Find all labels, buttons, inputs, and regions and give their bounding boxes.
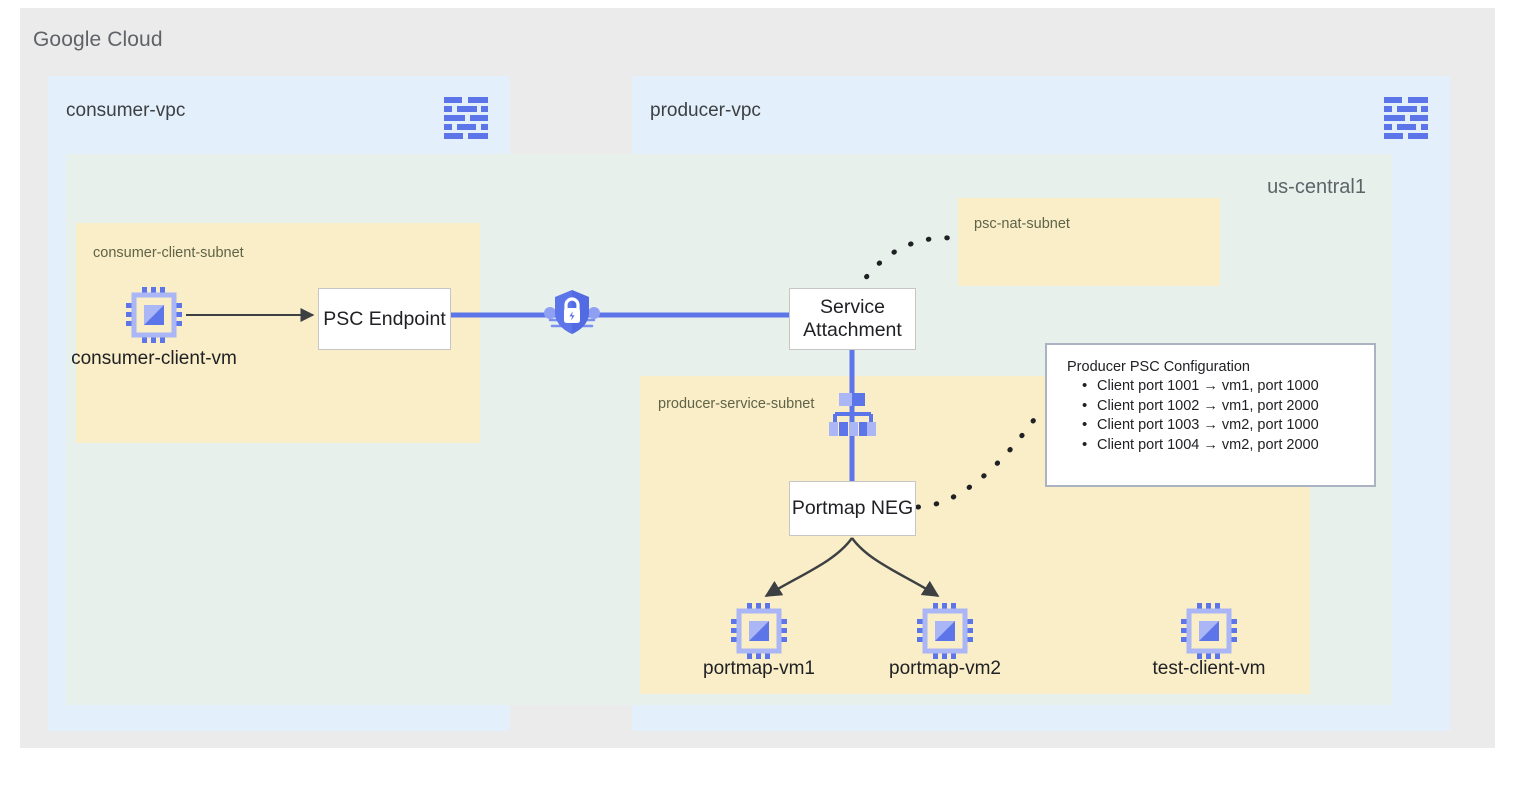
vpc-network-icon: [1384, 97, 1428, 139]
config-panel-item: Client port 1001 → vm1, port 1000: [1082, 376, 1374, 397]
node-service-attachment-line1: Service: [819, 296, 885, 318]
config-panel-item: Client port 1002 → vm1, port 2000: [1082, 396, 1374, 417]
subnet-psc-nat-subnet: psc-nat-subnet: [958, 198, 1220, 286]
vm-portmap-vm2-label: portmap-vm2: [889, 658, 1001, 679]
config-panel-title: Producer PSC Configuration: [1067, 359, 1250, 375]
subnet-producer-service-subnet-label: producer-service-subnet: [658, 396, 815, 412]
node-portmap-neg-label: Portmap NEG: [791, 497, 914, 519]
vpc-consumer-label: consumer-vpc: [66, 100, 186, 121]
subnet-consumer-client-subnet-label: consumer-client-subnet: [93, 245, 244, 261]
page-title: Google Cloud: [33, 28, 163, 51]
config-panel-item: Client port 1003 → vm2, port 1000: [1082, 415, 1374, 436]
producer-psc-configuration-panel: Producer PSC Configuration Client port 1…: [1045, 343, 1376, 487]
node-portmap-neg[interactable]: Portmap NEG: [789, 481, 916, 536]
node-psc-endpoint[interactable]: PSC Endpoint: [318, 288, 451, 350]
node-service-attachment-line2: Attachment: [803, 319, 902, 341]
compute-vm-icon[interactable]: [916, 602, 974, 660]
node-psc-endpoint-label: PSC Endpoint: [323, 307, 446, 330]
subnet-psc-nat-subnet-label: psc-nat-subnet: [974, 216, 1070, 232]
config-panel-list: Client port 1001 → vm1, port 1000 Client…: [1067, 376, 1374, 456]
load-balancer-icon: [829, 393, 876, 436]
region-label: us-central1: [1267, 176, 1366, 198]
vpc-producer-label: producer-vpc: [650, 100, 761, 121]
vpc-network-icon: [444, 97, 488, 139]
private-service-connect-shield-icon: [544, 290, 600, 334]
compute-vm-icon[interactable]: [125, 286, 183, 344]
vm-portmap-vm1-label: portmap-vm1: [703, 658, 815, 679]
vm-test-client-vm-label: test-client-vm: [1152, 658, 1266, 679]
compute-vm-icon[interactable]: [1180, 602, 1238, 660]
config-panel-item: Client port 1004 → vm2, port 2000: [1082, 435, 1374, 456]
vm-consumer-client-vm-label: consumer-client-vm: [71, 348, 237, 369]
compute-vm-icon[interactable]: [730, 602, 788, 660]
